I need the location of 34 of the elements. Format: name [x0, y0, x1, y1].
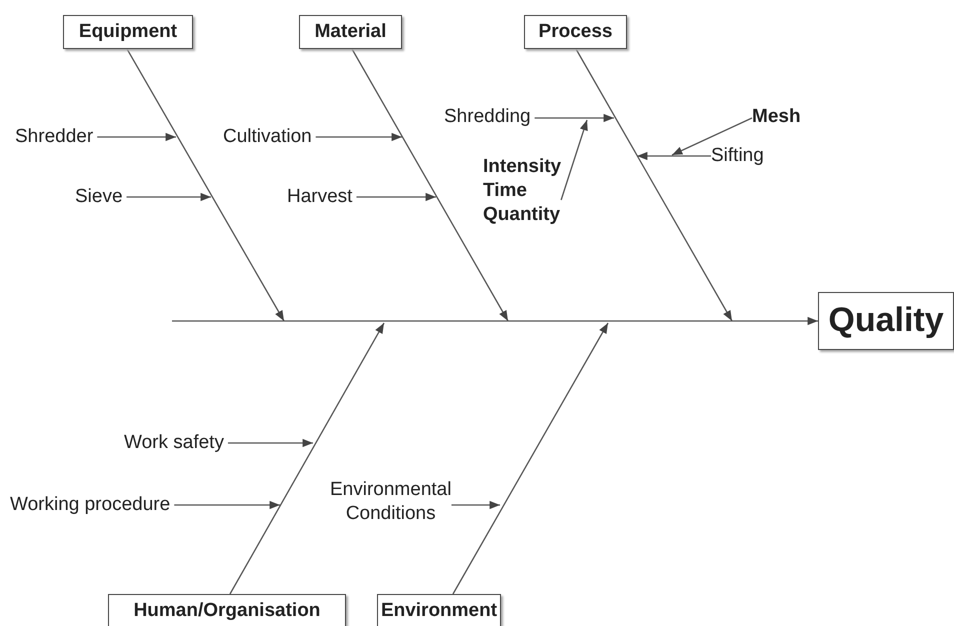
cause-label: Environmental Conditions	[330, 478, 452, 526]
arrow	[451, 500, 500, 510]
cause-label: Intensity Time Quantity	[483, 155, 562, 226]
arrow	[637, 152, 711, 160]
cause-label: Working procedure	[10, 493, 174, 517]
spine-arrow	[172, 316, 818, 326]
category-box: Environment	[377, 594, 501, 626]
cause-label: Sifting	[711, 144, 768, 168]
cause-label: Harvest	[287, 185, 356, 209]
category-box: Human/Organisation	[108, 594, 346, 626]
bone-arrow	[351, 48, 509, 322]
category-box: Material	[299, 15, 402, 49]
arrow	[174, 500, 280, 510]
cause-label: Sieve	[75, 185, 127, 209]
category-box: Process	[524, 15, 627, 49]
arrow	[228, 438, 313, 448]
bone-arrow	[126, 48, 285, 322]
category-box: Quality	[818, 292, 954, 350]
category-box: Equipment	[63, 15, 193, 49]
arrow	[672, 117, 752, 156]
arrow	[97, 132, 176, 142]
arrow	[126, 192, 211, 202]
cause-label: Work safety	[124, 431, 228, 455]
arrow	[316, 132, 402, 142]
bone-arrow	[452, 322, 609, 594]
bone-arrow	[575, 48, 733, 322]
arrow	[560, 120, 588, 200]
cause-label: Cultivation	[223, 125, 316, 149]
bone-arrow	[229, 322, 385, 594]
cause-label: Shredding	[444, 105, 535, 129]
cause-label: Shredder	[15, 125, 98, 149]
cause-label: Mesh	[752, 105, 805, 129]
arrow	[534, 114, 614, 122]
arrow	[356, 192, 436, 202]
